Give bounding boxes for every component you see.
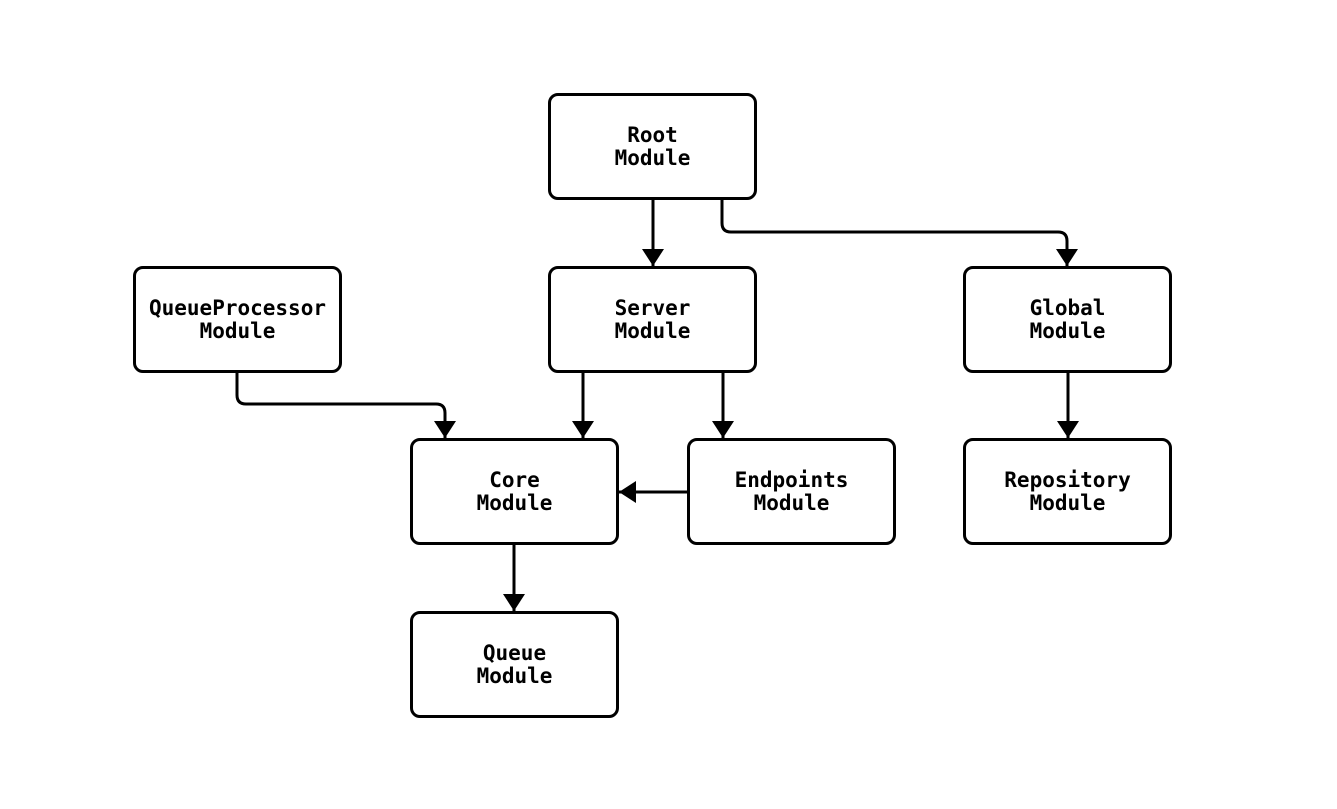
- arrowhead-core-queue: [503, 594, 525, 611]
- node-global-module-label: Global Module: [1029, 295, 1106, 343]
- edge-queueprocessor-core: [235, 372, 447, 438]
- node-root-module: Root Module: [548, 93, 757, 200]
- node-queueprocessor-module-label: QueueProcessor Module: [148, 295, 326, 343]
- arrowhead-root-global: [1056, 249, 1078, 266]
- node-repository-module-label: Repository Module: [1004, 467, 1131, 515]
- node-global-module: Global Module: [963, 266, 1172, 373]
- arrowhead-server-endpoints: [712, 421, 734, 438]
- node-queueprocessor-module: QueueProcessor Module: [133, 266, 342, 373]
- node-repository-module: Repository Module: [963, 438, 1172, 545]
- node-endpoints-module-label: Endpoints Module: [734, 467, 849, 515]
- node-core-module-label: Core Module: [476, 467, 553, 515]
- arrowhead-endpoints-core: [619, 481, 636, 503]
- node-core-module: Core Module: [410, 438, 619, 545]
- arrowhead-global-repository: [1057, 421, 1079, 438]
- edge-root-global: [720, 200, 1069, 266]
- node-queue-module: Queue Module: [410, 611, 619, 718]
- arrowhead-server-core: [572, 421, 594, 438]
- node-endpoints-module: Endpoints Module: [687, 438, 896, 545]
- node-root-module-label: Root Module: [614, 122, 691, 170]
- node-server-module-label: Server Module: [614, 295, 691, 343]
- node-server-module: Server Module: [548, 266, 757, 373]
- node-queue-module-label: Queue Module: [476, 640, 553, 688]
- arrowhead-queueprocessor-core: [434, 421, 456, 438]
- arrowhead-root-server: [642, 249, 664, 266]
